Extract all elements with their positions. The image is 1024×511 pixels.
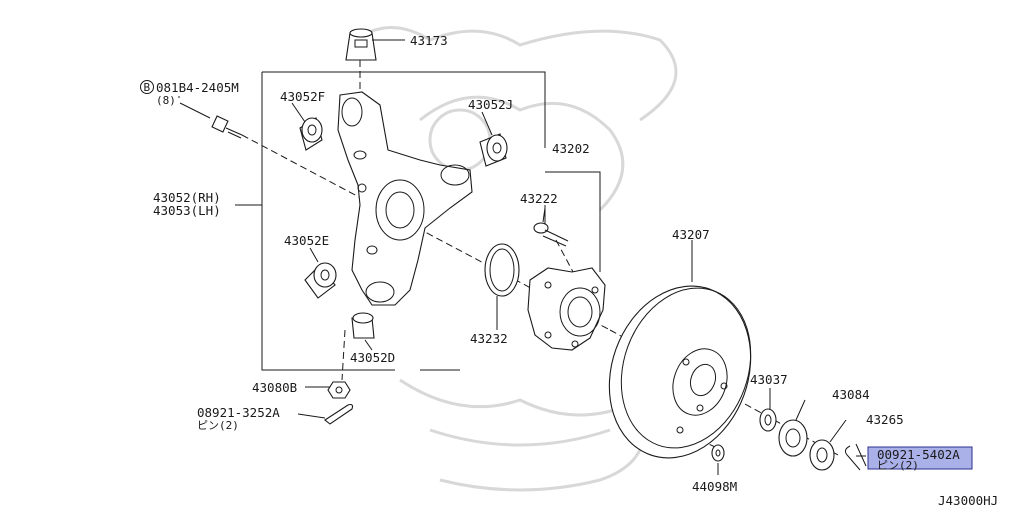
hub-assembly-43202[interactable] <box>527 267 606 351</box>
part-labels: 43173 B 081B4-2405M (8) 43052F 43052J 43… <box>140 33 998 508</box>
leader-lines <box>178 39 866 475</box>
brake-disc-43207[interactable] <box>586 266 774 478</box>
label-43052e[interactable]: 43052E <box>284 233 329 248</box>
label-43265[interactable]: 43265 <box>866 412 904 427</box>
cap-43265[interactable] <box>809 439 835 471</box>
label-43080b[interactable]: 43080B <box>252 380 297 395</box>
label-44098m[interactable]: 44098M <box>692 479 737 494</box>
cotter-pin-08921-3252a[interactable] <box>324 403 354 425</box>
bushing-43052f[interactable] <box>299 117 323 151</box>
nut-43084[interactable] <box>778 419 808 457</box>
label-00921-5402a[interactable]: 00921-5402A <box>877 447 960 462</box>
label-43037[interactable]: 43037 <box>750 372 788 387</box>
bushing-cap-43173[interactable] <box>345 28 377 61</box>
highlight-00921-5402a <box>867 446 973 470</box>
label-43052j[interactable]: 43052J <box>468 97 513 112</box>
bolt-081b4-2405m[interactable] <box>211 115 243 139</box>
seal-ring-43232[interactable] <box>484 243 520 297</box>
bolt-b-badge: B <box>140 80 154 94</box>
washer-43037[interactable] <box>759 408 777 432</box>
label-43232[interactable]: 43232 <box>470 331 508 346</box>
label-43084[interactable]: 43084 <box>832 387 870 402</box>
bolt-b-badge-letter: B <box>144 81 151 94</box>
label-43207[interactable]: 43207 <box>672 227 710 242</box>
label-43052-rh[interactable]: 43052(RH) <box>153 190 221 205</box>
bushing-43052d[interactable] <box>351 312 375 339</box>
diagram-code: J43000HJ <box>938 493 998 508</box>
label-08921-3252a[interactable]: 08921-3252A <box>197 405 280 420</box>
bushing-43052e[interactable] <box>304 262 337 299</box>
label-43053-lh[interactable]: 43053(LH) <box>153 203 221 218</box>
nut-43080b[interactable] <box>327 381 351 399</box>
label-43202[interactable]: 43202 <box>552 141 590 156</box>
label-43052d[interactable]: 43052D <box>350 350 395 365</box>
cotter-pin-00921-5402a[interactable] <box>844 443 867 471</box>
washer-44098m[interactable] <box>711 444 725 462</box>
label-43173[interactable]: 43173 <box>410 33 448 48</box>
bushing-43052j[interactable] <box>479 133 508 167</box>
label-43052f[interactable]: 43052F <box>280 89 325 104</box>
label-08921-3252a-note: ピン(2) <box>197 419 239 432</box>
label-00921-5402a-note: ピン(2) <box>877 459 919 472</box>
label-43222[interactable]: 43222 <box>520 191 558 206</box>
label-081b4-qty: (8) <box>156 94 176 107</box>
label-081b4-2405m[interactable]: 081B4-2405M <box>156 80 239 95</box>
hub-bolt-43222[interactable] <box>533 222 569 247</box>
knuckle-group-frame <box>261 71 546 371</box>
axle-knuckle-43052[interactable] <box>337 91 473 306</box>
